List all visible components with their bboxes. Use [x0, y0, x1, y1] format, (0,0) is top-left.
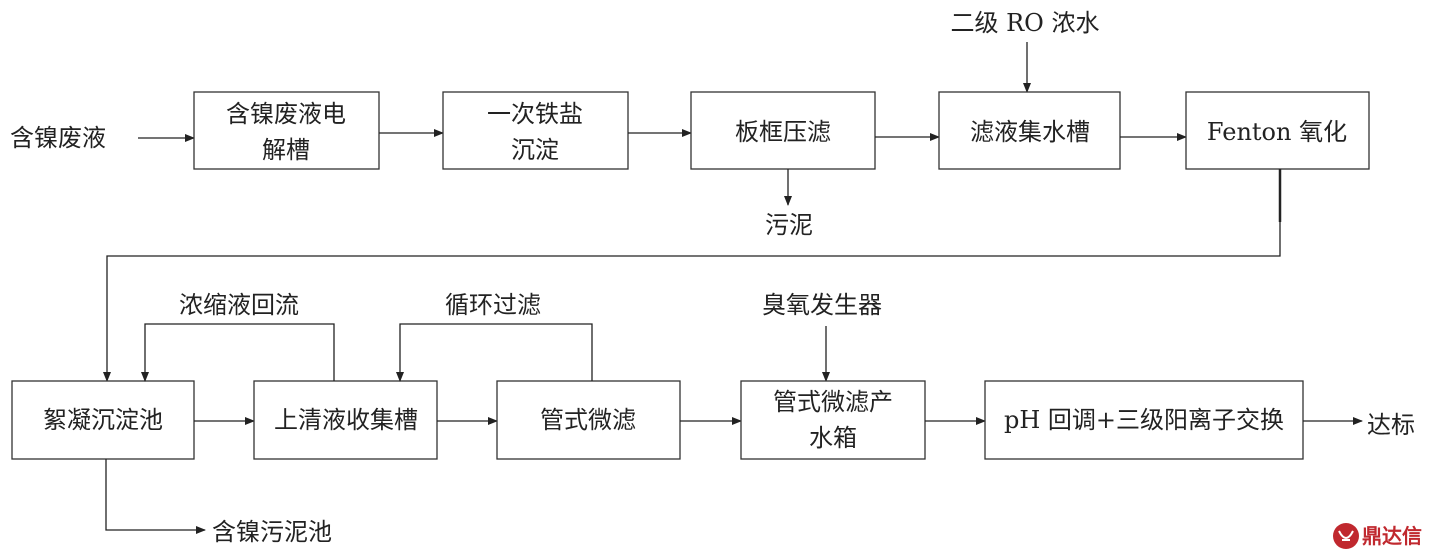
ozone-generator-label: 臭氧发生器 — [762, 291, 882, 319]
watermark-text: 鼎达信 — [1362, 524, 1422, 548]
ro-concentrate-label: 二级 RO 浓水 — [950, 9, 1099, 37]
electrolysis-tank-label-line1: 含镍废液电 — [226, 100, 346, 128]
mf-product-tank-box — [740, 380, 926, 460]
ph-ion-exchange-label: pH 回调+三级阳离子交换 — [1004, 406, 1284, 434]
sludge-label: 污泥 — [765, 211, 813, 239]
flocculation-tank-box — [11, 380, 195, 460]
circulation-filter-label: 循环过滤 — [445, 291, 541, 319]
flocculation-tank-label: 絮凝沉淀池 — [43, 406, 163, 434]
watermark-logo-icon — [1333, 523, 1359, 549]
mf-product-tank-label-line2: 水箱 — [809, 424, 857, 452]
iron-precipitation-box — [442, 91, 629, 170]
arrow-flocculation-to-nickel-sludge — [105, 459, 206, 534]
watermark-logo: 鼎达信 — [1333, 523, 1422, 549]
tubular-mf-label: 管式微滤 — [540, 406, 636, 434]
concentrate-reflux-label: 浓缩液回流 — [179, 291, 299, 319]
compliant-label: 达标 — [1367, 411, 1415, 439]
filtrate-tank-box — [938, 91, 1121, 170]
iron-precipitation-label-line1: 一次铁盐 — [487, 100, 583, 128]
filter-press-box — [690, 91, 876, 170]
fenton-oxidation-label: Fenton 氧化 — [1207, 118, 1347, 146]
input-nickel-waste-label: 含镍废液 — [10, 124, 106, 152]
watermark-logo-icon-glyph — [1338, 530, 1354, 541]
filtrate-tank-label: 滤液集水槽 — [970, 118, 1090, 146]
ph-ion-exchange-box — [984, 380, 1304, 460]
supernatant-tank-box — [253, 380, 438, 460]
mf-product-tank-label-line1: 管式微滤产 — [773, 388, 893, 416]
fenton-oxidation-box — [1185, 91, 1370, 170]
nickel-sludge-pool-label: 含镍污泥池 — [212, 518, 332, 546]
electrolysis-tank-label-line2: 解槽 — [262, 136, 310, 164]
connector-fenton-to-flocculation — [103, 222, 1281, 382]
tubular-mf-box — [496, 380, 681, 460]
loop-circulation-filter — [396, 323, 593, 382]
filter-press-label: 板框压滤 — [735, 118, 831, 146]
iron-precipitation-label-line2: 沉淀 — [511, 136, 559, 164]
supernatant-tank-label: 上清液收集槽 — [274, 406, 418, 434]
loop-concentrate-reflux — [141, 323, 335, 382]
electrolysis-tank-box — [193, 91, 380, 170]
